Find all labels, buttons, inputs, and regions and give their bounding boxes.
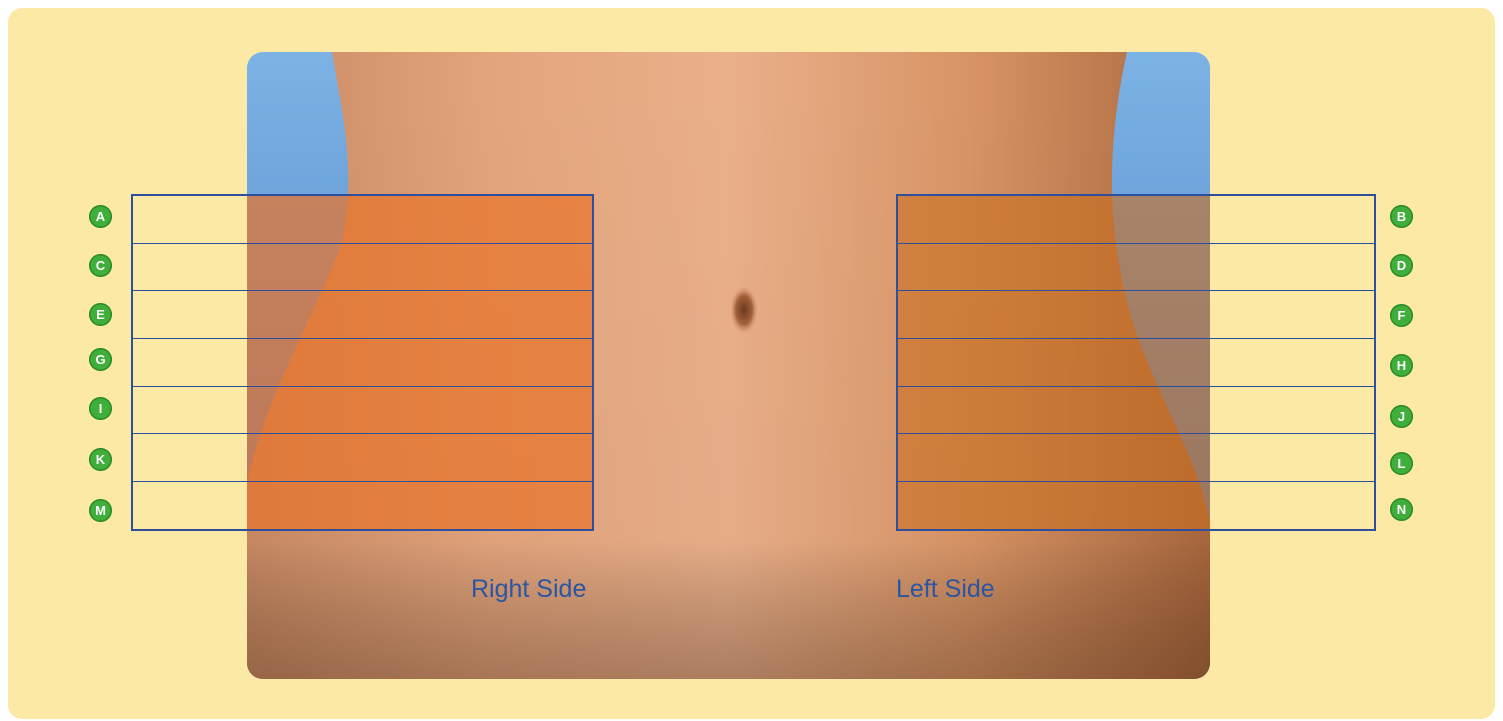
marker-f: F xyxy=(1390,304,1413,327)
grid-row xyxy=(898,339,1374,387)
grid-row xyxy=(898,196,1374,244)
marker-g: G xyxy=(89,348,112,371)
grid-row xyxy=(898,244,1374,292)
grid-row xyxy=(133,339,592,387)
grid-row xyxy=(133,387,592,435)
grid-row xyxy=(898,434,1374,482)
grid-row xyxy=(898,291,1374,339)
grid-row xyxy=(133,196,592,244)
marker-d: D xyxy=(1390,254,1413,277)
marker-m: M xyxy=(89,499,112,522)
marker-n: N xyxy=(1390,498,1413,521)
marker-c: C xyxy=(89,254,112,277)
marker-h: H xyxy=(1390,354,1413,377)
grid-row xyxy=(898,387,1374,435)
marker-a: A xyxy=(89,205,112,228)
marker-j: J xyxy=(1390,405,1413,428)
grid-row xyxy=(898,482,1374,530)
marker-i: I xyxy=(89,397,112,420)
marker-l: L xyxy=(1390,452,1413,475)
left-side-grid xyxy=(896,194,1376,531)
right-side-grid xyxy=(131,194,594,531)
grid-row xyxy=(133,291,592,339)
marker-b: B xyxy=(1390,205,1413,228)
left-side-label: Left Side xyxy=(896,575,995,604)
marker-k: K xyxy=(89,448,112,471)
marker-e: E xyxy=(89,303,112,326)
grid-row xyxy=(133,244,592,292)
right-side-label: Right Side xyxy=(471,575,586,604)
grid-row xyxy=(133,434,592,482)
grid-row xyxy=(133,482,592,530)
